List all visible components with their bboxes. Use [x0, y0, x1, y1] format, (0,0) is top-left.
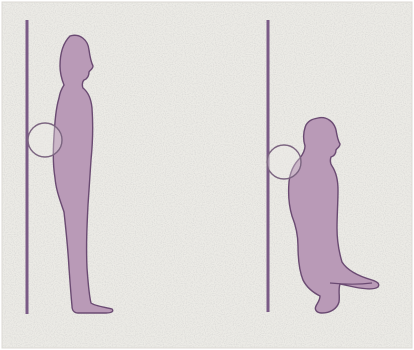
- exercise-ball-right: [267, 145, 301, 179]
- exercise-ball-left: [28, 123, 62, 157]
